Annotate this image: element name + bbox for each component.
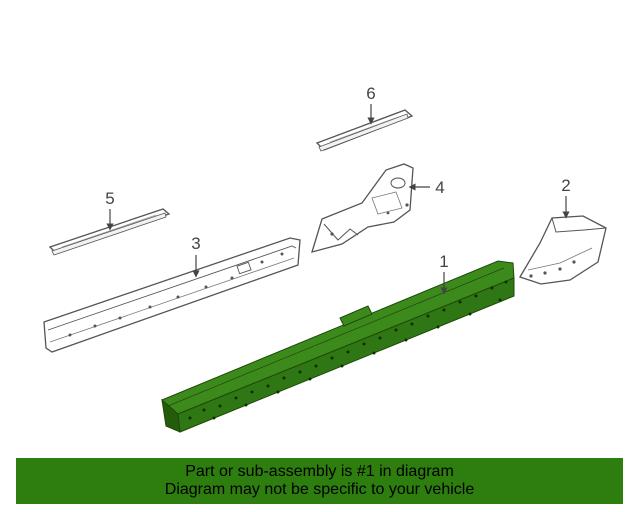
parts-diagram: 1 2 3 4 5 6 [43,84,607,433]
part-5-trim-strip[interactable] [48,208,171,256]
callout-5[interactable]: 5 [105,189,114,208]
banner-line-2: Diagram may not be specific to your vehi… [164,481,475,498]
callout-1[interactable]: 1 [439,252,448,271]
part-6-trim-strip[interactable] [315,109,414,152]
callout-6[interactable]: 6 [366,84,375,103]
part-1-outer-rocker-panel[interactable] [161,260,515,433]
part-2-rear-extension[interactable] [519,215,607,285]
part-4-pillar-bracket[interactable] [311,163,414,253]
callout-4[interactable]: 4 [435,178,444,197]
banner-line-1: Part or sub-assembly is #1 in diagram [185,463,454,480]
callout-2[interactable]: 2 [561,176,570,195]
callout-3[interactable]: 3 [191,234,200,253]
leader-lines [106,104,570,295]
disclaimer-banner: Part or sub-assembly is #1 in diagram Di… [16,458,623,504]
part-3-inner-rocker[interactable] [43,237,301,353]
